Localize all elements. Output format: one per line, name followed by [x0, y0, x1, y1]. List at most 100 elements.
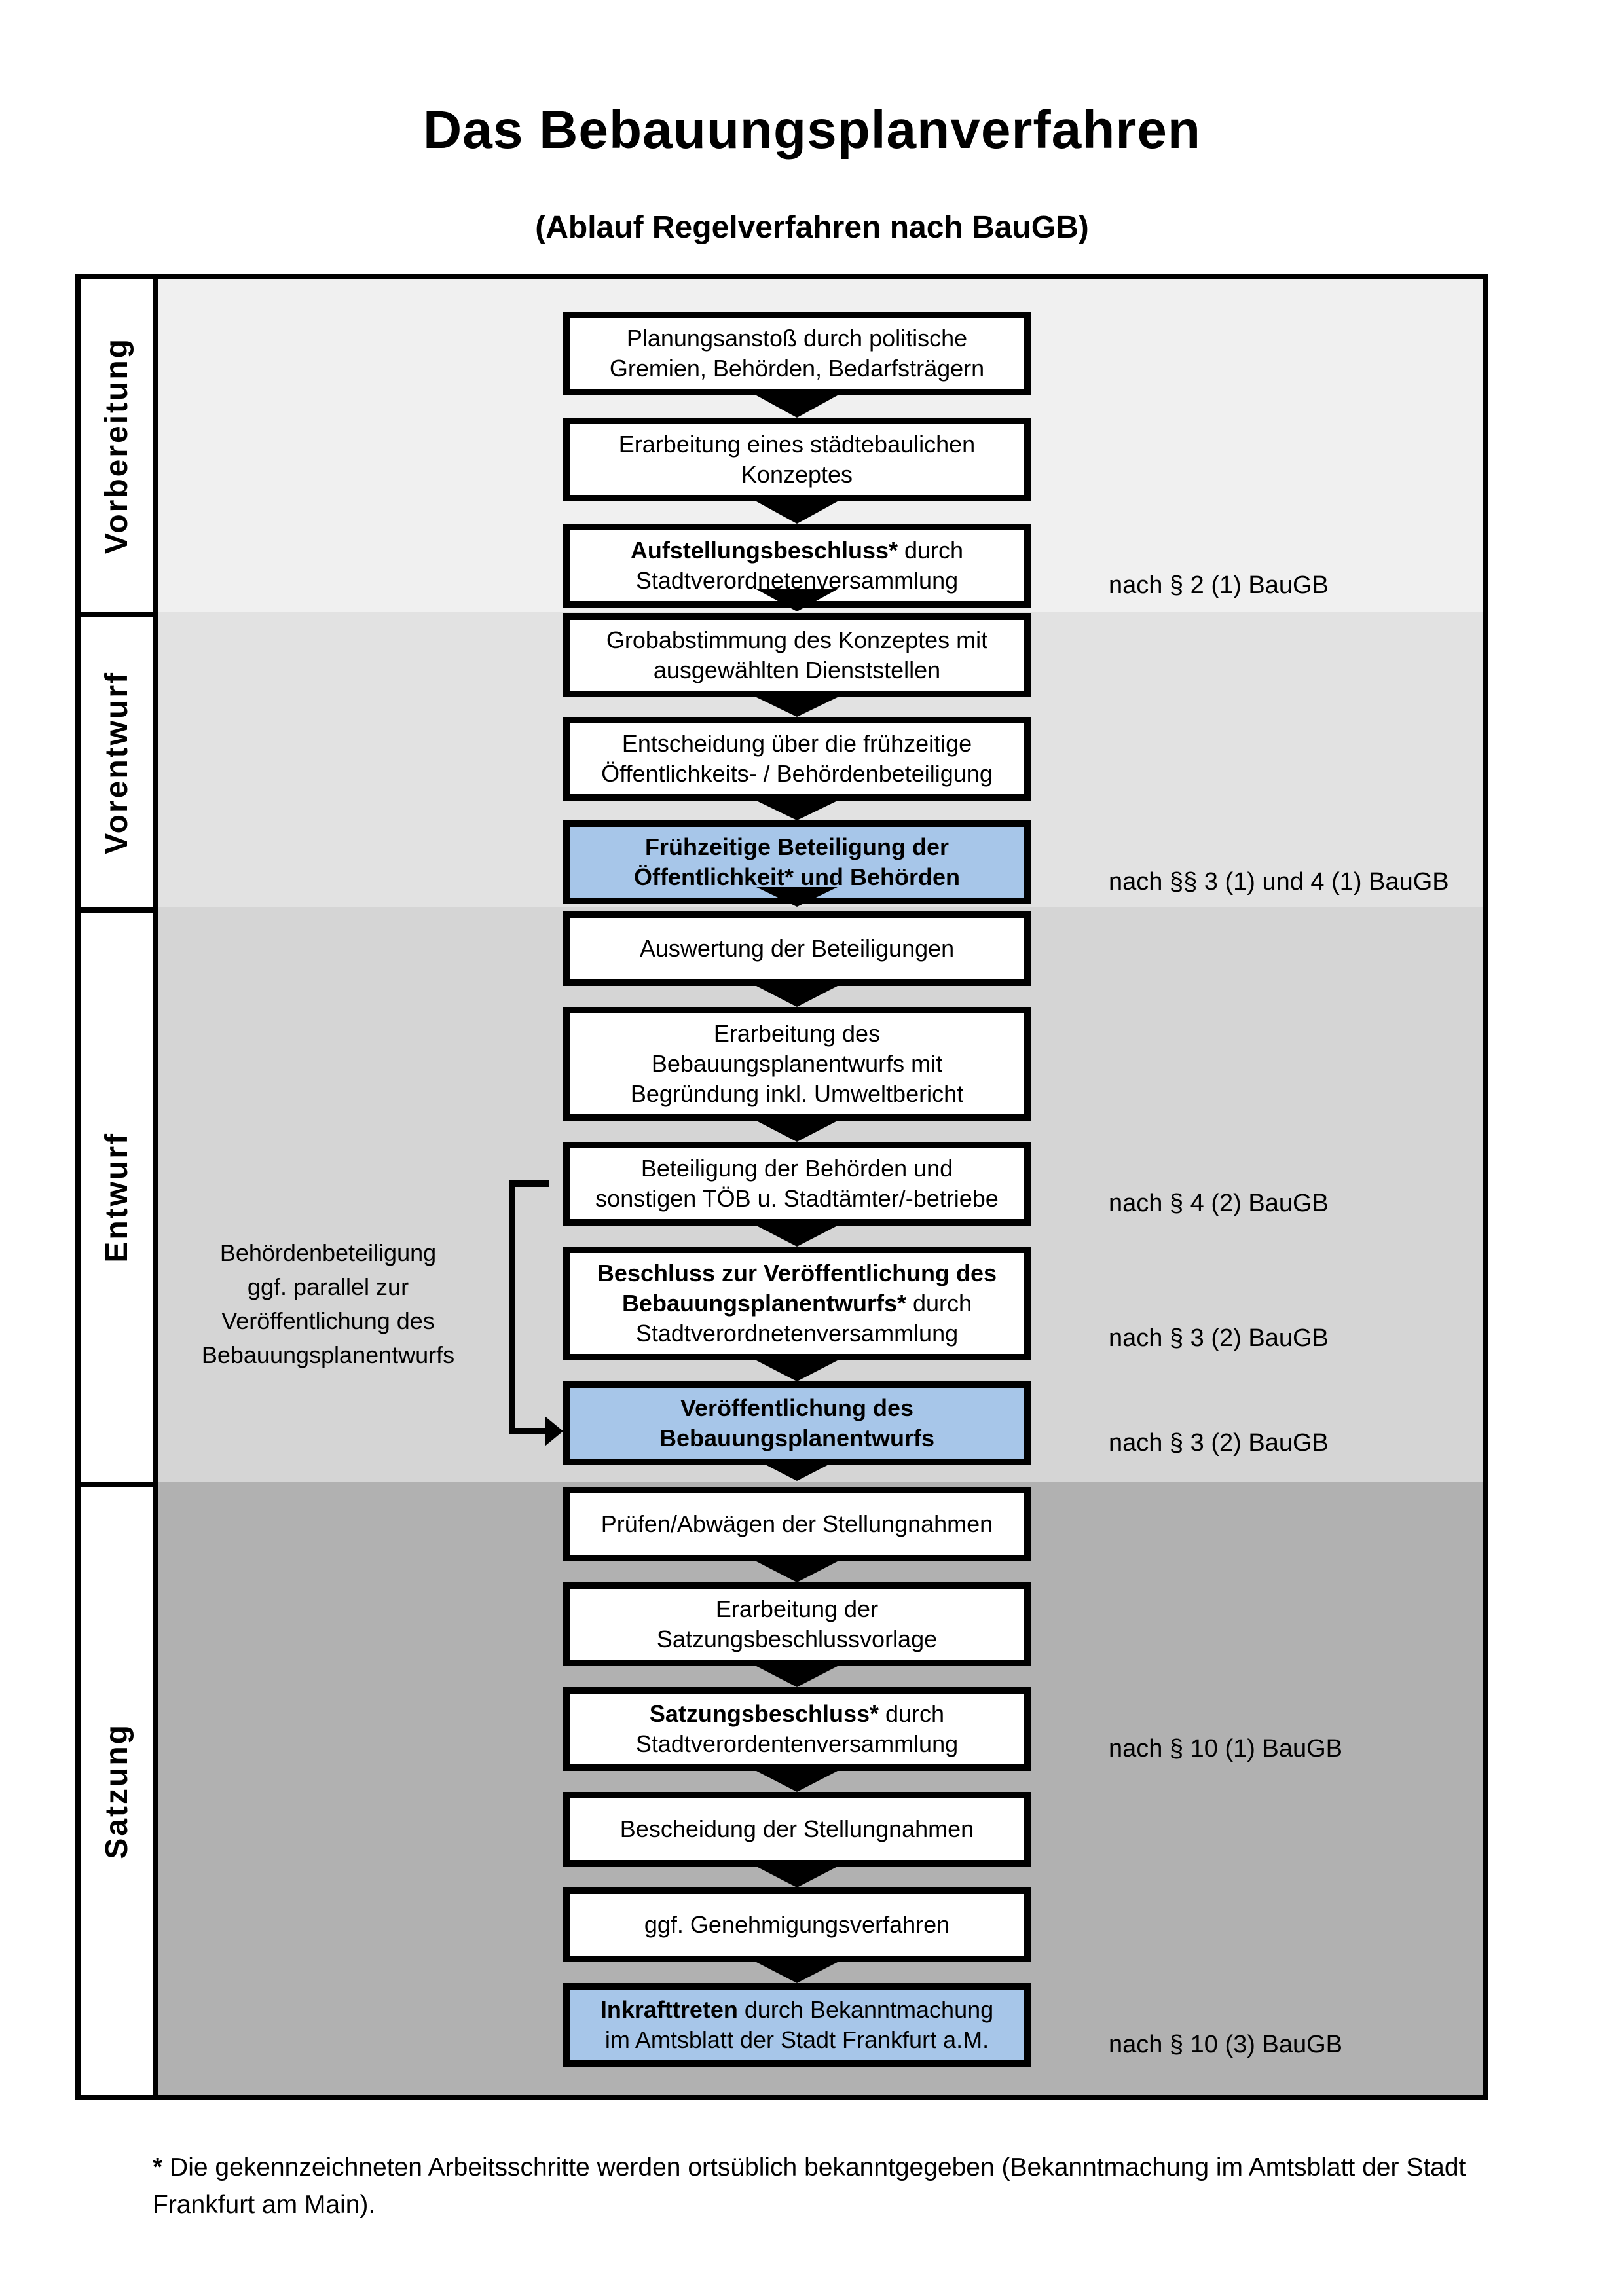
- flow-step-box: Grobabstimmung des Konzeptes mit ausgewä…: [563, 613, 1031, 697]
- arrow-down-icon: [756, 501, 838, 524]
- arrow-down-icon: [756, 1561, 838, 1582]
- step-text: durch Stadtverordnetenversammlung: [635, 1290, 972, 1347]
- legal-reference: nach § 10 (3) BauGB: [1109, 2031, 1342, 2058]
- phase-cell-vorbereitung: Vorbereitung: [81, 279, 153, 612]
- legal-reference: nach § 3 (2) BauGB: [1109, 1429, 1329, 1457]
- step-text: durch Stadtverordentenversammlung: [635, 1700, 959, 1757]
- phase-label-satzung: Satzung: [99, 1722, 134, 1859]
- flow-step-box: Erarbeitung des Bebauungsplanentwurfs mi…: [563, 1007, 1031, 1121]
- flow-step-box-highlighted: Veröffentlichung des Bebauungsplanentwur…: [563, 1381, 1031, 1465]
- arrow-down-icon: [756, 1121, 838, 1142]
- flow-step-box: Satzungsbeschluss* durch Stadtverordente…: [563, 1687, 1031, 1771]
- process-frame: Vorbereitung Vorentwurf Entwurf Satzung …: [75, 274, 1488, 2100]
- flow-step-row: Auswertung der Beteiligungen: [158, 911, 1483, 986]
- step-text: Entscheidung über die frühzeitige Öffent…: [601, 730, 993, 787]
- arrow-down-icon: [756, 589, 838, 611]
- flow-step-row: Aufstellungsbeschluss* durch Stadtverord…: [158, 524, 1483, 608]
- phase-label-column: Vorbereitung Vorentwurf Entwurf Satzung: [81, 279, 158, 2095]
- flow-step-row: Erarbeitung der Satzungsbeschlussvorlage: [158, 1582, 1483, 1666]
- parallel-connector-line: [509, 1180, 515, 1434]
- arrow-down-icon: [756, 986, 838, 1007]
- arrow-down-icon: [756, 1360, 838, 1381]
- step-text: ggf. Genehmigungsverfahren: [644, 1911, 950, 1938]
- band-vorentwurf: Grobabstimmung des Konzeptes mit ausgewä…: [158, 612, 1483, 907]
- flow-step-row: Erarbeitung eines städtebaulichen Konzep…: [158, 418, 1483, 501]
- flow-step-box: Aufstellungsbeschluss* durch Stadtverord…: [563, 524, 1031, 608]
- flow-step-box: Prüfen/Abwägen der Stellungnahmen: [563, 1487, 1031, 1561]
- phase-label-entwurf: Entwurf: [99, 1131, 134, 1263]
- legal-reference: nach § 2 (1) BauGB: [1109, 572, 1329, 599]
- arrow-down-icon: [756, 395, 838, 418]
- flow-step-row: Veröffentlichung des Bebauungsplanentwur…: [158, 1381, 1483, 1465]
- flow-step-box: Beteiligung der Behörden und sonstigen T…: [563, 1142, 1031, 1226]
- flow-step-row: Entscheidung über die frühzeitige Öffent…: [158, 717, 1483, 801]
- flow-step-row: Bescheidung der Stellungnahmen: [158, 1792, 1483, 1867]
- page-subtitle: (Ablauf Regelverfahren nach BauGB): [535, 210, 1089, 245]
- step-text: Bescheidung der Stellungnahmen: [619, 1815, 974, 1842]
- flow-step-row: Beteiligung der Behörden und sonstigen T…: [158, 1142, 1483, 1226]
- flow-step-row: Prüfen/Abwägen der Stellungnahmen: [158, 1487, 1483, 1561]
- legal-reference: nach § 10 (1) BauGB: [1109, 1735, 1342, 1762]
- step-text: Prüfen/Abwägen der Stellungnahmen: [600, 1510, 993, 1537]
- flow-area: Planungsanstoß durch politische Gremien,…: [158, 279, 1483, 2095]
- phase-cell-satzung: Satzung: [81, 1482, 153, 2095]
- flow-step-box: Auswertung der Beteiligungen: [563, 911, 1031, 986]
- footnote: * Die gekennzeichneten Arbeitsschritte w…: [153, 2149, 1502, 2223]
- step-text-bold: Inkrafttreten: [600, 1996, 738, 2023]
- arrow-down-icon: [756, 1226, 838, 1247]
- arrow-right-icon: [545, 1416, 563, 1446]
- arrow-down-icon: [756, 697, 838, 717]
- parallel-connector-stub: [509, 1180, 549, 1187]
- phase-label-vorbereitung: Vorbereitung: [99, 337, 134, 555]
- flow-step-box: Erarbeitung eines städtebaulichen Konzep…: [563, 418, 1031, 501]
- band-vorbereitung: Planungsanstoß durch politische Gremien,…: [158, 279, 1483, 612]
- flow-step-box-highlighted: Inkrafttreten durch Bekanntmachung im Am…: [563, 1983, 1031, 2067]
- step-text: Beteiligung der Behörden und sonstigen T…: [595, 1155, 999, 1212]
- step-text: Auswertung der Beteiligungen: [639, 935, 955, 962]
- arrow-down-icon: [756, 1460, 838, 1481]
- flow-step-box: Beschluss zur Veröffentlichung des Bebau…: [563, 1247, 1031, 1360]
- band-entwurf: Behördenbeteiligung ggf. parallel zur Ve…: [158, 907, 1483, 1482]
- parallel-connector-line: [509, 1428, 546, 1434]
- flow-step-box: Bescheidung der Stellungnahmen: [563, 1792, 1031, 1867]
- arrow-down-icon: [756, 1962, 838, 1983]
- step-text: Planungsanstoß durch politische Gremien,…: [609, 325, 985, 382]
- flow-step-row: ggf. Genehmigungsverfahren: [158, 1887, 1483, 1962]
- flow-step-row: Beschluss zur Veröffentlichung des Bebau…: [158, 1247, 1483, 1360]
- phase-cell-entwurf: Entwurf: [81, 907, 153, 1482]
- flow-step-box: Planungsanstoß durch politische Gremien,…: [563, 312, 1031, 395]
- flow-step-box: Entscheidung über die frühzeitige Öffent…: [563, 717, 1031, 801]
- step-text-bold: Veröffentlichung des Bebauungsplanentwur…: [659, 1394, 935, 1451]
- flow-step-row: Inkrafttreten durch Bekanntmachung im Am…: [158, 1983, 1483, 2067]
- legal-reference: nach § 3 (2) BauGB: [1109, 1324, 1329, 1352]
- arrow-down-icon: [756, 801, 838, 820]
- step-text: Erarbeitung eines städtebaulichen Konzep…: [618, 431, 976, 488]
- step-text-bold: Frühzeitige Beteiligung der Öffentlichke…: [633, 833, 961, 890]
- step-text: Grobabstimmung des Konzeptes mit ausgewä…: [606, 627, 988, 683]
- page-title: Das Bebauungsplanverfahren: [423, 100, 1201, 160]
- step-text: Erarbeitung der Satzungsbeschlussvorlage: [656, 1595, 938, 1652]
- step-text-bold: Aufstellungsbeschluss*: [630, 537, 898, 564]
- band-satzung: Prüfen/Abwägen der Stellungnahmen Erarbe…: [158, 1482, 1483, 2095]
- arrow-down-icon: [756, 1666, 838, 1687]
- legal-reference: nach § 4 (2) BauGB: [1109, 1190, 1329, 1217]
- flow-step-row: Erarbeitung des Bebauungsplanentwurfs mi…: [158, 1007, 1483, 1121]
- step-text: durch Bekanntmachung im Amtsblatt der St…: [604, 1996, 994, 2053]
- footnote-asterisk: *: [153, 2153, 163, 2181]
- phase-cell-vorentwurf: Vorentwurf: [81, 612, 153, 907]
- step-text: Erarbeitung des Bebauungsplanentwurfs mi…: [630, 1020, 964, 1107]
- arrow-down-icon: [756, 1867, 838, 1887]
- phase-label-vorentwurf: Vorentwurf: [99, 670, 134, 854]
- flow-step-row: Satzungsbeschluss* durch Stadtverordente…: [158, 1687, 1483, 1771]
- flow-step-box: Erarbeitung der Satzungsbeschlussvorlage: [563, 1582, 1031, 1666]
- flow-step-row: Grobabstimmung des Konzeptes mit ausgewä…: [158, 613, 1483, 697]
- flow-step-row: Planungsanstoß durch politische Gremien,…: [158, 312, 1483, 395]
- parallel-process-note: Behördenbeteiligung ggf. parallel zur Ve…: [201, 1239, 455, 1368]
- flow-step-box: ggf. Genehmigungsverfahren: [563, 1887, 1031, 1962]
- arrow-down-icon: [756, 1771, 838, 1792]
- footnote-text: Die gekennzeichneten Arbeitsschritte wer…: [153, 2153, 1466, 2219]
- arrow-down-icon: [756, 887, 838, 907]
- step-text-bold: Beschluss zur Veröffentlichung des Bebau…: [597, 1260, 997, 1317]
- legal-reference: nach §§ 3 (1) und 4 (1) BauGB: [1109, 868, 1449, 896]
